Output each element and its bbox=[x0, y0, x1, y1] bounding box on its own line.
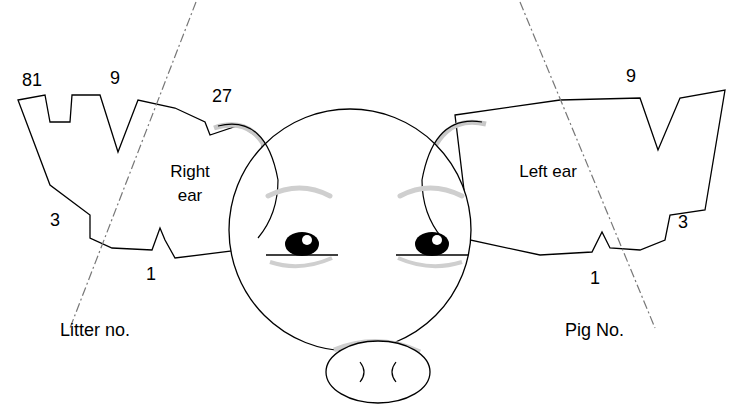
nostril bbox=[360, 362, 364, 382]
notch-value: 3 bbox=[50, 210, 60, 230]
notch-value: 81 bbox=[22, 70, 42, 90]
notch-value: 27 bbox=[212, 86, 232, 106]
notch-value: 9 bbox=[626, 66, 636, 86]
ear-caption: Pig No. bbox=[565, 320, 624, 340]
eyebrow bbox=[400, 188, 462, 196]
eye bbox=[415, 232, 449, 256]
ear-shape bbox=[450, 84, 728, 264]
notch-value: 1 bbox=[146, 264, 156, 284]
pig-head bbox=[229, 109, 471, 351]
eye bbox=[285, 232, 319, 256]
ear-label: Right ear bbox=[156, 160, 224, 208]
nostril bbox=[392, 362, 396, 382]
eye-lid-shade bbox=[270, 258, 332, 266]
eye-highlight bbox=[302, 235, 312, 245]
ear-caption: Litter no. bbox=[60, 320, 130, 340]
ear-polygon bbox=[455, 90, 725, 255]
ear-outline: Left ear bbox=[450, 84, 728, 264]
eye-lid-shade bbox=[398, 258, 462, 266]
notch-value: 3 bbox=[678, 212, 688, 232]
eye-lid bbox=[266, 254, 338, 255]
eye-lid bbox=[396, 254, 468, 255]
notch-value: 9 bbox=[110, 68, 120, 88]
eye-highlight bbox=[432, 235, 442, 245]
eyebrow bbox=[268, 188, 330, 196]
snout bbox=[326, 341, 430, 403]
notch-value: 1 bbox=[590, 268, 600, 288]
ear-label: Left ear bbox=[515, 160, 581, 184]
ear-polygon bbox=[18, 95, 265, 258]
